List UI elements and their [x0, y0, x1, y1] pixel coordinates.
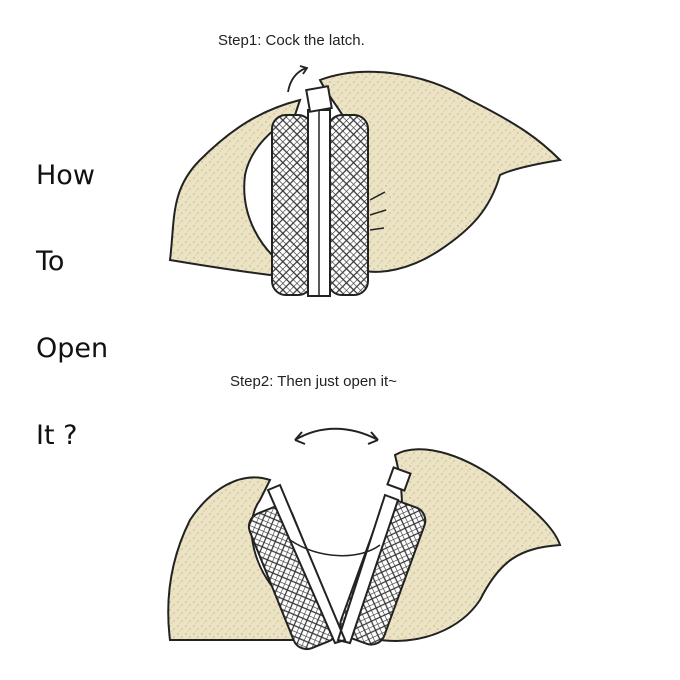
latch-arrow-icon — [287, 65, 309, 93]
right-pad — [327, 114, 369, 296]
hinge-bars — [266, 483, 400, 645]
step1-illustration — [168, 65, 563, 297]
open-arrow-icon — [294, 427, 379, 445]
left-hand — [168, 98, 302, 277]
left-hand — [167, 476, 302, 641]
title-word-to: To — [36, 246, 65, 277]
left-pad — [271, 114, 313, 296]
title-word-it: It ? — [36, 420, 78, 451]
latch — [305, 85, 333, 113]
step2-illustration — [167, 427, 562, 651]
latch — [386, 466, 412, 492]
step2-caption: Step2: Then just open it~ — [230, 373, 397, 390]
title-word-how: How — [36, 160, 95, 191]
step1-caption: Step1: Cock the latch. — [218, 32, 365, 49]
title-word-open: Open — [36, 333, 109, 364]
